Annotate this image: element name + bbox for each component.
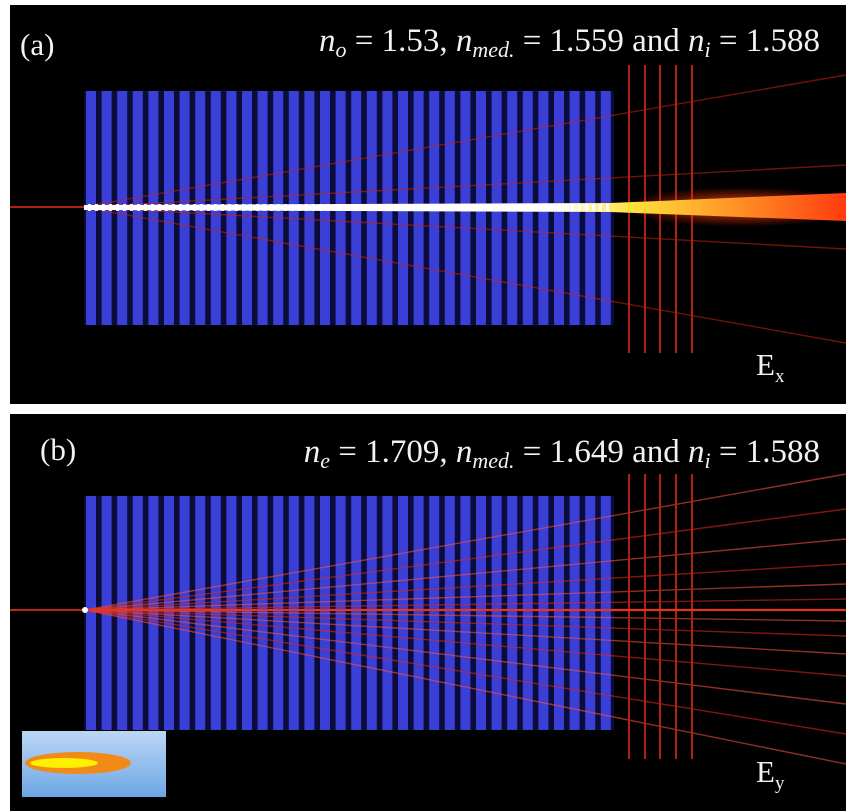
grating-bar <box>491 496 502 730</box>
grating-bar <box>600 496 611 730</box>
panel-a-beam-speckles <box>88 204 609 211</box>
grating-bar <box>538 496 549 730</box>
ni-subscript: i <box>704 448 711 473</box>
panel-b-simulation: (b) ne = 1.709, nmed. = 1.649 and ni = 1… <box>10 414 846 811</box>
ellipse-inner <box>30 758 98 768</box>
panel-a-simulation: (a) no = 1.53, nmed. = 1.559 and ni = 1.… <box>10 5 846 404</box>
grating-bar <box>210 496 221 730</box>
field-subscript: y <box>774 773 785 794</box>
nmed-symbol: n <box>455 434 473 470</box>
grating-bar <box>413 496 424 730</box>
panel-b-refractive-indices: ne = 1.709, nmed. = 1.649 and ni = 1.588 <box>303 434 820 473</box>
n1-value: = 1.709, <box>329 434 456 470</box>
ni-symbol: n <box>688 23 705 59</box>
n1-value: = 1.53, <box>346 23 456 59</box>
grating-bar <box>366 496 377 730</box>
panel-a-field-component: Ex <box>756 347 784 386</box>
nmed-value: = 1.649 and <box>514 434 688 470</box>
panel-b-label: (b) <box>40 432 77 467</box>
ellipse-inset <box>22 731 166 797</box>
panel-a-field-map <box>10 65 846 353</box>
grating-bar <box>460 496 471 730</box>
nmed-subscript: med. <box>472 37 515 62</box>
grating-bar <box>382 496 393 730</box>
n1-symbol: n <box>318 23 336 59</box>
grating-bar <box>351 496 362 730</box>
panel-b-output-rods <box>628 474 693 759</box>
nmed-subscript: med. <box>472 448 515 473</box>
grating-bar <box>444 496 455 730</box>
grating-bar <box>569 496 580 730</box>
field-subscript: x <box>774 366 785 387</box>
panel-b-field-map <box>10 473 846 765</box>
field-symbol: E <box>756 754 775 789</box>
ellipse-illustration <box>25 752 131 774</box>
nmed-symbol: n <box>455 23 473 59</box>
grating-bar <box>195 496 206 730</box>
panel-a-beam-rays <box>81 74 846 344</box>
grating-bar <box>554 496 564 730</box>
grating-bar <box>507 496 518 730</box>
ni-value: = 1.588 <box>710 434 820 470</box>
grating-bar <box>226 496 237 730</box>
ni-subscript: i <box>704 37 711 62</box>
grating-bar <box>522 496 533 730</box>
grating-bar <box>398 496 408 730</box>
grating-bar <box>585 496 596 730</box>
n1-subscript: e <box>320 448 330 473</box>
ni-symbol: n <box>688 434 705 470</box>
grating-bar <box>429 496 440 730</box>
panel-a-main-beam <box>84 193 846 221</box>
nmed-value: = 1.559 and <box>514 23 688 59</box>
grating-bar <box>476 496 486 730</box>
ni-value: = 1.588 <box>710 23 820 59</box>
n1-symbol: n <box>303 434 321 470</box>
panel-b-field-component: Ey <box>756 754 784 793</box>
grating-bar <box>86 496 96 730</box>
panel-b-fan-rays <box>84 473 846 765</box>
panel-a-refractive-indices: no = 1.53, nmed. = 1.559 and ni = 1.588 <box>318 23 820 62</box>
n1-subscript: o <box>335 37 347 62</box>
field-symbol: E <box>756 347 775 382</box>
panel-a-label: (a) <box>20 27 55 62</box>
panel-b-source-point <box>82 607 88 613</box>
